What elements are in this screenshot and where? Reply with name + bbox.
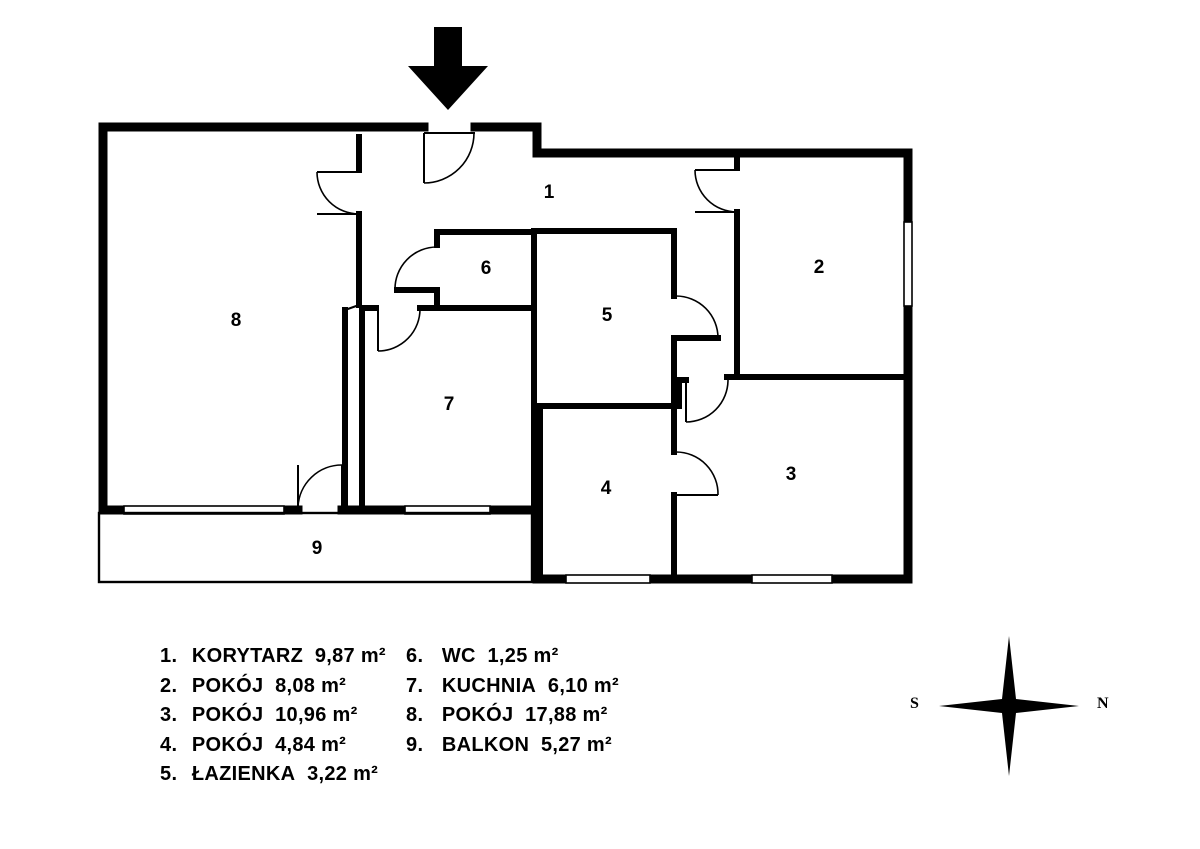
legend-item: 9. BALKON 5,27 m² <box>406 731 619 761</box>
legend-number: 7. <box>406 674 424 697</box>
legend-column-2: 6. WC 1,25 m² 7. KUCHNIA 6,10 m² 8. POKÓ… <box>406 642 619 760</box>
legend-room-name: POKÓJ <box>441 704 514 726</box>
room-label-2: 2 <box>814 257 825 278</box>
compass-rose-icon <box>939 636 1079 776</box>
legend-number: 6. <box>406 645 424 667</box>
legend-number: 9. <box>406 733 424 756</box>
entrance-arrow-icon <box>408 27 488 110</box>
legend-room-name: KORYTARZ <box>191 645 304 667</box>
legend-room-name: KUCHNIA <box>441 674 537 697</box>
legend-number: 2. <box>160 674 178 697</box>
legend-room-area: 5,27 m² <box>540 733 612 756</box>
legend-number: 4. <box>160 733 178 756</box>
room-label-9: 9 <box>312 538 323 559</box>
legend-number: 1. <box>160 645 178 667</box>
room-label-5: 5 <box>602 305 613 326</box>
legend-room-name: BALKON <box>441 733 530 756</box>
legend-room-name: POKÓJ <box>191 674 264 697</box>
legend-item: 8. POKÓJ 17,88 m² <box>406 701 619 731</box>
legend-room-area: 17,88 m² <box>525 704 608 726</box>
legend-item: 5. ŁAZIENKA 3,22 m² <box>160 760 386 790</box>
interior-walls <box>342 134 908 579</box>
room-labels: 1 2 3 4 5 6 7 8 9 <box>231 182 825 559</box>
legend-room-name: ŁAZIENKA <box>191 763 296 785</box>
legend-room-area: 6,10 m² <box>547 674 619 697</box>
room-label-3: 3 <box>786 464 797 485</box>
legend-item: 2. POKÓJ 8,08 m² <box>160 672 386 702</box>
interior-doors <box>297 169 738 508</box>
legend-room-area: 4,84 m² <box>275 733 347 756</box>
windows <box>123 221 913 584</box>
entrance-door <box>423 132 475 184</box>
legend-room-name: POKÓJ <box>191 704 264 726</box>
room-label-6: 6 <box>481 258 492 279</box>
legend-room-area: 8,08 m² <box>275 674 347 697</box>
legend-item: 3. POKÓJ 10,96 m² <box>160 701 386 731</box>
legend-number: 8. <box>406 704 424 726</box>
legend-room-area: 10,96 m² <box>275 704 358 726</box>
room-label-4: 4 <box>601 478 612 499</box>
legend-number: 5. <box>160 763 178 785</box>
legend-item: 6. WC 1,25 m² <box>406 642 619 672</box>
compass-west-label: S <box>910 695 919 712</box>
room-label-8: 8 <box>231 310 242 331</box>
legend-number: 3. <box>160 704 178 726</box>
room-label-1: 1 <box>544 182 555 203</box>
legend-room-area: 3,22 m² <box>307 763 379 785</box>
legend-room-area: 9,87 m² <box>314 645 386 667</box>
legend-room-name: POKÓJ <box>191 733 264 756</box>
legend-item: 1. KORYTARZ 9,87 m² <box>160 642 386 672</box>
legend-item: 7. KUCHNIA 6,10 m² <box>406 672 619 702</box>
balcony <box>97 511 534 584</box>
legend-item: 4. POKÓJ 4,84 m² <box>160 731 386 761</box>
legend-column-1: 1. KORYTARZ 9,87 m² 2. POKÓJ 8,08 m² 3. … <box>160 642 386 790</box>
room-label-7: 7 <box>444 394 455 415</box>
compass-east-label: N <box>1097 695 1109 712</box>
legend-room-area: 1,25 m² <box>487 645 559 667</box>
legend-room-name: WC <box>441 645 476 667</box>
